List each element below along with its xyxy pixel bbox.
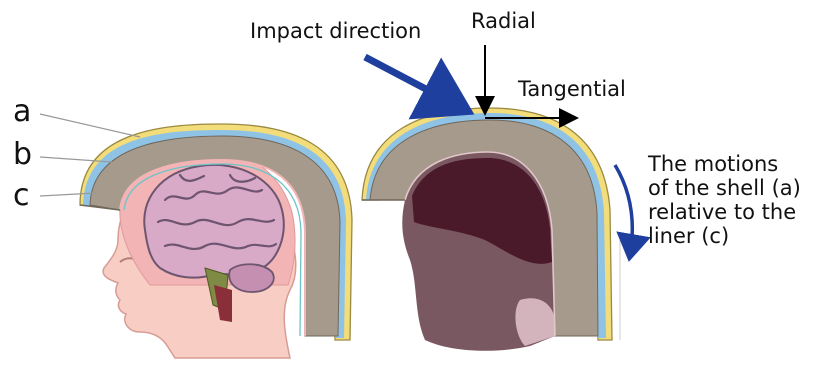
annotation-line-3: relative to the bbox=[648, 200, 801, 224]
annotation-line-4: liner (c) bbox=[648, 224, 801, 248]
radial-label: Radial bbox=[471, 9, 536, 33]
impact-direction-label: Impact direction bbox=[250, 19, 421, 43]
left-helmet-on-head bbox=[40, 114, 352, 358]
label-a: a bbox=[13, 97, 31, 127]
cerebellum bbox=[229, 264, 274, 292]
label-c: c bbox=[13, 181, 30, 211]
impact-direction-arrow bbox=[365, 57, 462, 108]
motion-annotation: The motions of the shell (a) relative to… bbox=[648, 152, 801, 248]
tangential-label: Tangential bbox=[518, 77, 626, 101]
annotation-line-2: of the shell (a) bbox=[648, 176, 801, 200]
motion-arrow bbox=[615, 165, 632, 255]
annotation-line-1: The motions bbox=[648, 152, 801, 176]
label-b: b bbox=[13, 140, 32, 170]
leader-line-a bbox=[40, 114, 140, 137]
